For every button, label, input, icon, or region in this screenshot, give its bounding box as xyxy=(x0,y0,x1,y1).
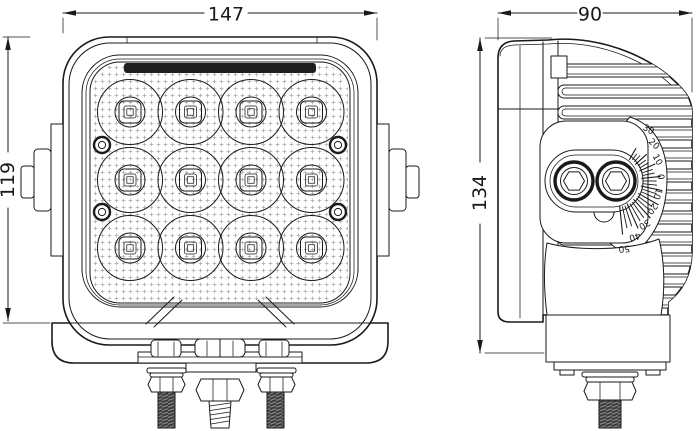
dimension-front-width: 147 xyxy=(62,4,378,41)
angle-label: 0 xyxy=(655,174,665,181)
dimension-front-height: 119 xyxy=(0,36,51,324)
angle-scale-ticks xyxy=(619,147,663,235)
lens-texture xyxy=(92,64,348,301)
side-mounting-base xyxy=(545,314,671,429)
angle-label: 40 xyxy=(627,229,641,242)
screw-icon xyxy=(92,135,112,155)
screw-icon xyxy=(92,202,112,222)
dim-label-side-height: 134 xyxy=(469,175,491,211)
dim-label-front-width: 147 xyxy=(208,4,244,26)
lens-bezel xyxy=(81,54,359,308)
bracket-neck xyxy=(543,238,665,316)
dimensions: 147 119 90 134 xyxy=(0,4,693,354)
side-mount-tabs xyxy=(20,123,420,257)
front-view xyxy=(20,36,420,429)
dimension-side-height: 134 xyxy=(469,37,553,354)
front-mounting-bolts xyxy=(137,338,303,429)
angle-scale-labels: 30 20 10 0 10 20 30 40 50 xyxy=(618,123,665,253)
dimension-side-depth: 90 xyxy=(497,4,693,93)
pivot-bolts xyxy=(553,160,637,202)
dim-label-side-depth: 90 xyxy=(578,4,602,26)
screw-icon xyxy=(328,202,348,222)
angle-label: 10 xyxy=(650,187,663,201)
side-view: 30 20 10 0 10 20 30 40 50 xyxy=(497,38,693,429)
lens-top-strip xyxy=(124,63,316,73)
screw-icon xyxy=(328,135,348,155)
dim-label-front-height: 119 xyxy=(0,162,19,198)
angle-label: 50 xyxy=(618,243,631,254)
angle-label: 10 xyxy=(650,153,664,168)
